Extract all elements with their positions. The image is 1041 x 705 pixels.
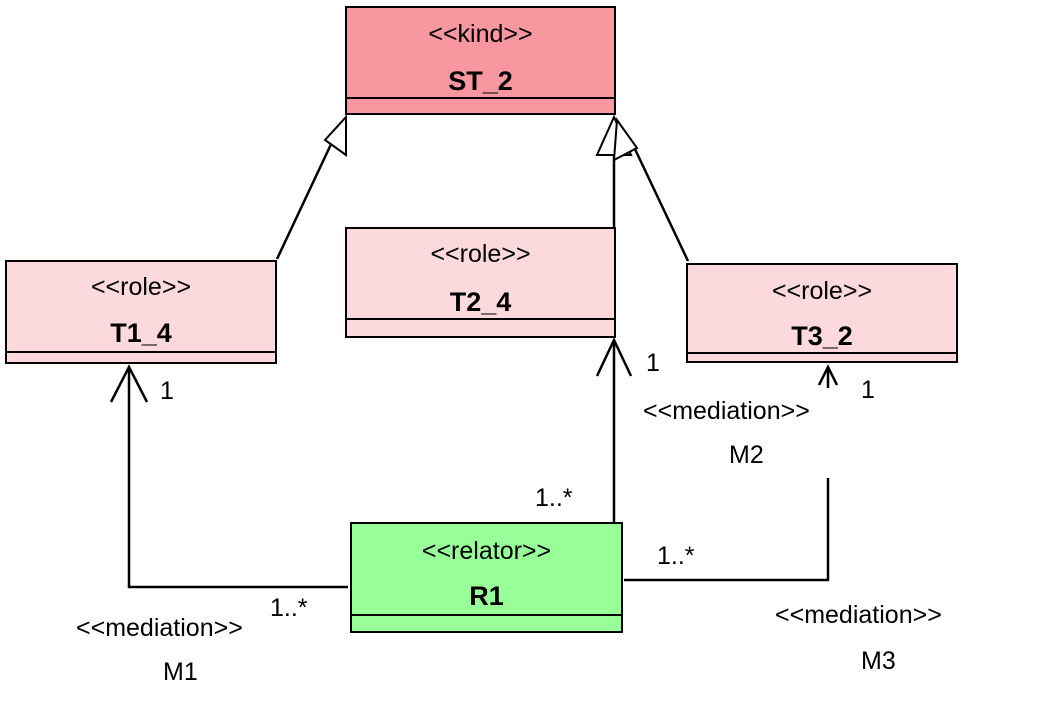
class-st2-attribute-compartment [347,97,614,115]
mediation-m2-arrowhead [595,337,633,377]
class-t2-4-name: T2_4 [449,287,512,317]
class-t1-4-name: T1_4 [110,318,172,348]
class-st2-stereotype: <<kind>> [428,20,533,48]
class-t2-4-attribute-compartment [347,318,614,338]
m1-name: M1 [163,658,198,686]
class-t1-4-attribute-compartment [7,351,275,364]
m2-source-multiplicity: 1..* [535,484,573,512]
m1-source-multiplicity: 1..* [270,594,308,622]
mediation-m1-arrowhead [109,364,149,403]
class-t1-4-stereotype: <<role>> [90,273,192,301]
class-t1-4[interactable]: <<role>> T1_4 [5,260,277,364]
class-t2-4[interactable]: <<role>> T2_4 [345,227,616,338]
generalization-t1-4-line [275,139,335,260]
m2-target-multiplicity: 1 [646,349,660,377]
m2-stereotype: <<mediation>> [643,397,810,425]
class-st2[interactable]: <<kind>> ST_2 [345,6,616,115]
m3-source-multiplicity: 1..* [657,542,695,570]
class-t2-4-stereotype: <<role>> [430,240,531,268]
class-r1-stereotype: <<relator>> [421,537,552,565]
m3-target-multiplicity: 1 [861,376,875,404]
mediation-m3-line [624,478,830,582]
class-st2-name: ST_2 [448,66,513,96]
class-t3-2-attribute-compartment [688,352,956,363]
generalization-t3-2-line [632,146,690,262]
generalization-t1-4-arrowhead [323,114,347,157]
class-r1-attribute-compartment [352,614,621,633]
m3-stereotype: <<mediation>> [775,601,942,629]
class-r1[interactable]: <<relator>> R1 [350,522,623,633]
generalization-t3-2-arrowhead [612,117,639,162]
class-t3-2[interactable]: <<role>> T3_2 [686,263,958,363]
m1-target-multiplicity: 1 [160,377,174,405]
m1-stereotype: <<mediation>> [76,614,243,642]
mediation-m1-line [127,367,348,589]
class-r1-name: R1 [469,581,504,611]
m3-name: M3 [861,647,896,675]
class-t3-2-name: T3_2 [791,321,853,351]
mediation-m3-arrowhead [817,364,839,386]
class-t3-2-stereotype: <<role>> [771,277,873,305]
m2-name: M2 [729,441,764,469]
